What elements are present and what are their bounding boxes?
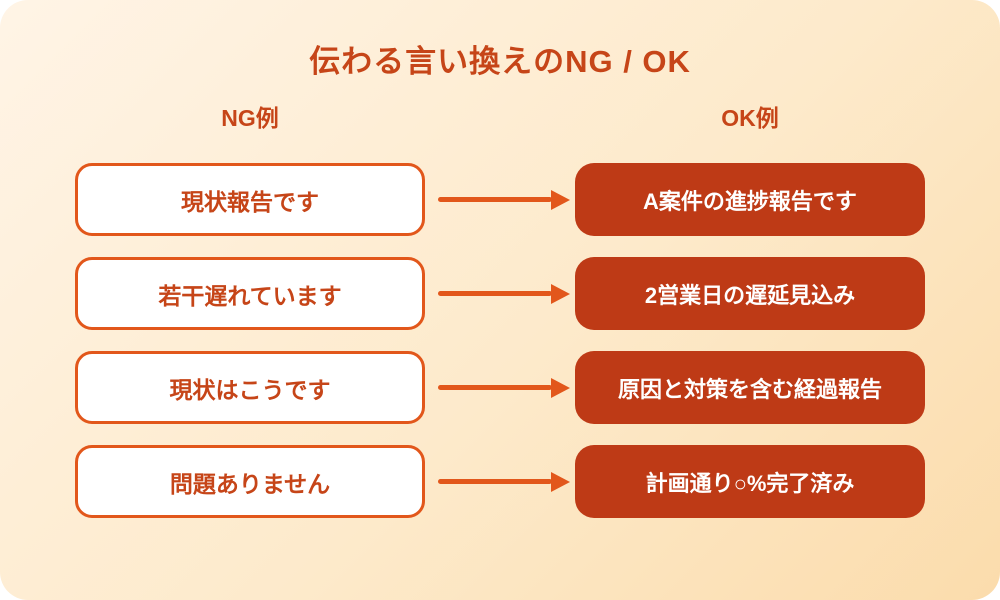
ok-box-1: A案件の進捗報告です xyxy=(575,163,925,236)
ng-box-1: 現状報告です xyxy=(75,163,425,236)
comparison-row-2: 若干遅れています 2営業日の遅延見込み xyxy=(75,257,925,330)
column-header-ok: OK例 xyxy=(721,105,779,131)
column-header-ng: NG例 xyxy=(221,105,279,131)
arrow-right-icon xyxy=(425,351,575,424)
comparison-row-1: 現状報告です A案件の進捗報告です xyxy=(75,163,925,236)
ok-box-3: 原因と対策を含む経過報告 xyxy=(575,351,925,424)
arrow-right-icon xyxy=(425,163,575,236)
comparison-row-4: 問題ありません 計画通り○%完了済み xyxy=(75,445,925,518)
arrow-head xyxy=(551,377,570,398)
arrow-line xyxy=(438,479,552,484)
arrow-right-icon xyxy=(425,257,575,330)
ok-box-4: 計画通り○%完了済み xyxy=(575,445,925,518)
arrow-head xyxy=(551,189,570,210)
arrow-right-icon xyxy=(425,445,575,518)
ok-box-2: 2営業日の遅延見込み xyxy=(575,257,925,330)
ng-box-2: 若干遅れています xyxy=(75,257,425,330)
comparison-rows: 現状報告です A案件の進捗報告です 若干遅れています 2営業日の遅延見込み 現状… xyxy=(75,163,925,539)
arrow-line xyxy=(438,197,552,202)
page-title: 伝わる言い換えのNG / OK xyxy=(309,44,691,79)
arrow-line xyxy=(438,385,552,390)
ng-box-4: 問題ありません xyxy=(75,445,425,518)
arrow-head xyxy=(551,283,570,304)
ng-box-3: 現状はこうです xyxy=(75,351,425,424)
comparison-row-3: 現状はこうです 原因と対策を含む経過報告 xyxy=(75,351,925,424)
arrow-line xyxy=(438,291,552,296)
arrow-head xyxy=(551,471,570,492)
